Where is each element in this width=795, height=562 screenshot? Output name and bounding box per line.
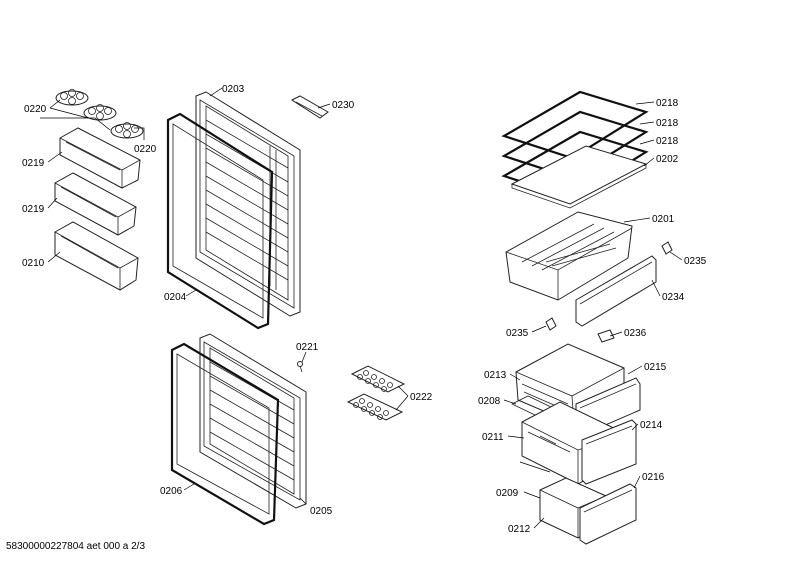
- label-0212: 0212: [508, 524, 531, 535]
- freezer-door-lower: [199, 333, 307, 509]
- egg-tray-lower: [110, 122, 144, 139]
- ice-pack-lower: [346, 393, 404, 421]
- fridge-door-upper: [195, 91, 301, 317]
- label-0219-upper: 0219: [22, 158, 45, 169]
- label-0213: 0213: [484, 370, 507, 381]
- label-0208: 0208: [478, 396, 501, 407]
- rail-clip: [597, 329, 615, 343]
- label-0209: 0209: [496, 488, 519, 499]
- leader-lines: [40, 87, 683, 529]
- glass-shelf-plain: [510, 145, 648, 209]
- label-0220-left: 0220: [24, 104, 47, 115]
- label-0236: 0236: [624, 328, 647, 339]
- crisper-drawer: [505, 211, 633, 301]
- label-0219-lower: 0219: [22, 204, 45, 215]
- label-0210: 0210: [22, 258, 45, 269]
- label-0215: 0215: [644, 362, 667, 373]
- label-0214: 0214: [640, 420, 663, 431]
- door-bin-upper: [59, 127, 141, 189]
- label-0218-3: 0218: [656, 136, 679, 147]
- label-0205: 0205: [310, 506, 333, 517]
- part-labels: 0220 0220 0219 0219 0210 0203 0204 0230 …: [22, 84, 707, 535]
- door-bin-lower: [54, 221, 139, 291]
- label-0204: 0204: [164, 292, 187, 303]
- label-0221: 0221: [296, 342, 319, 353]
- label-0218-1: 0218: [656, 98, 679, 109]
- clip-upper: [661, 241, 673, 255]
- label-0234: 0234: [662, 292, 685, 303]
- freezer-drawer-middle-front: [581, 419, 637, 485]
- label-0222: 0222: [410, 392, 433, 403]
- label-0216: 0216: [642, 472, 665, 483]
- label-0218-2: 0218: [656, 118, 679, 129]
- freezer-drawer-bottom-front: [579, 483, 637, 545]
- label-0230: 0230: [332, 100, 355, 111]
- label-0235-upper: 0235: [684, 256, 707, 267]
- clip-lower: [545, 317, 557, 331]
- label-0202: 0202: [656, 154, 679, 165]
- crisper-cover: [575, 255, 657, 327]
- label-0220-right: 0220: [134, 144, 157, 155]
- insulation-strip: [290, 95, 329, 119]
- document-id-footer: 58300000227804 aet 000 a 2/3: [6, 541, 146, 552]
- door-gasket-lower: [170, 342, 280, 526]
- egg-tray-upper: [55, 89, 117, 121]
- label-0206: 0206: [160, 486, 183, 497]
- label-0211: 0211: [482, 432, 504, 443]
- door-gasket-upper: [166, 112, 274, 330]
- label-0201: 0201: [652, 214, 675, 225]
- door-bin-middle: [54, 172, 137, 236]
- label-0235-lower: 0235: [506, 328, 529, 339]
- hinge-pin: [297, 361, 303, 373]
- ice-pack-upper: [350, 365, 406, 393]
- label-0203: 0203: [222, 84, 245, 95]
